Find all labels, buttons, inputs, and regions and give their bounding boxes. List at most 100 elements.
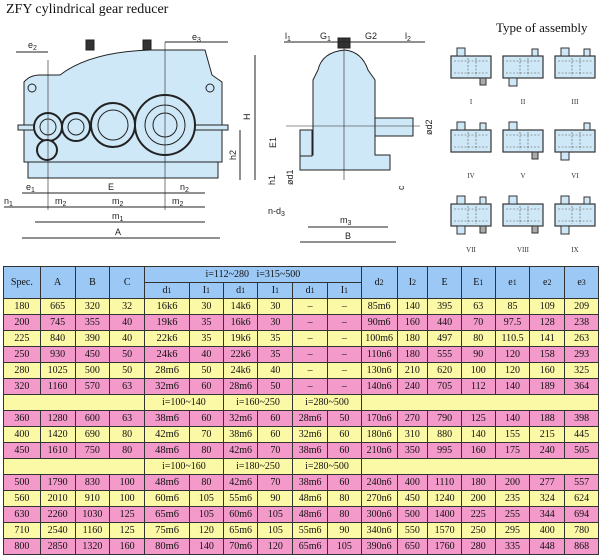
table-cell: 277	[529, 474, 566, 491]
col-header-l2: I2	[396, 266, 429, 299]
svg-text:h2: h2	[228, 150, 238, 160]
table-cell: 38m6	[222, 426, 259, 443]
table-cell: 400	[529, 522, 566, 539]
table-cell: 110n6	[360, 346, 398, 363]
table-cell: 65m6	[292, 538, 328, 555]
table-cell: 30	[257, 298, 294, 315]
table-cell: 2260	[39, 506, 76, 523]
table-cell: 160	[109, 538, 146, 555]
table-cell: 209	[564, 298, 599, 315]
table-cell: 80	[326, 506, 362, 523]
table-cell: –	[292, 298, 328, 315]
svg-text:n-d3: n-d3	[268, 206, 285, 218]
table-cell: 1570	[427, 522, 462, 539]
header-row: Spec. A B C i=112~280 i=315~500 d2 I2 E …	[3, 266, 599, 299]
table-cell: 42m6	[222, 442, 259, 459]
table-cell: 65m6	[144, 506, 191, 523]
table-cell: 1610	[39, 442, 76, 459]
table-cell: 1025	[39, 362, 76, 379]
table-cell: 225	[3, 330, 41, 347]
table-cell: 38m6	[292, 474, 328, 491]
table-cell: 80	[109, 426, 146, 443]
assembly-type-6: VI	[552, 118, 598, 180]
blank-cell	[2, 394, 146, 411]
table-cell: 560	[3, 490, 41, 507]
svg-text:B: B	[345, 231, 351, 241]
table-cell: 630	[3, 506, 41, 523]
svg-text:A: A	[115, 227, 121, 237]
blank-cell	[2, 458, 146, 475]
table-cell: 180n6	[360, 426, 398, 443]
table-cell: 344	[529, 506, 566, 523]
side-view: l1 G1 G2 l2 ød2 E1 h1 ød1 c n-d3 m3 B	[267, 31, 434, 243]
table-cell: 1420	[39, 426, 76, 443]
table-cell: 1030	[74, 506, 111, 523]
svg-text:G1: G1	[320, 31, 331, 43]
table-cell: –	[326, 362, 362, 379]
table-cell: 125	[109, 522, 146, 539]
table-cell: –	[292, 362, 328, 379]
table-cell: 140	[494, 410, 531, 427]
table-cell: 325	[564, 362, 599, 379]
col-header-e1: e1	[494, 266, 531, 299]
table-cell: 310	[396, 426, 429, 443]
svg-text:e3: e3	[192, 32, 201, 44]
ratio-label: i=280~500	[292, 458, 362, 475]
table-cell: 175	[494, 442, 531, 459]
table-cell: 80	[189, 474, 224, 491]
table-cell: 70	[189, 426, 224, 443]
table-cell: 75m6	[144, 522, 191, 539]
table-cell: 50	[326, 410, 362, 427]
table-cell: 450	[74, 346, 111, 363]
svg-text:e1: e1	[26, 182, 35, 194]
assembly-type-3: III	[552, 44, 598, 106]
table-cell: 238	[564, 314, 599, 331]
table-cell: 694	[564, 506, 599, 523]
svg-text:m1: m1	[112, 211, 124, 223]
table-cell: 80	[109, 442, 146, 459]
table-cell: 395	[427, 298, 462, 315]
assembly-type-4: IV	[448, 118, 494, 180]
table-cell: 910	[74, 490, 111, 507]
table-cell: 90	[326, 522, 362, 539]
table-cell: 557	[564, 474, 599, 491]
table-cell: 50	[189, 362, 224, 379]
assembly-type-label: III	[571, 98, 579, 106]
blank-cell	[360, 458, 600, 475]
table-cell: 710	[3, 522, 41, 539]
col-header-A: A	[39, 266, 76, 299]
table-cell: 280	[460, 538, 496, 555]
table-cell: 125	[109, 506, 146, 523]
table-cell: 32	[109, 298, 146, 315]
svg-text:c: c	[396, 185, 406, 190]
table-cell: 90m6	[360, 314, 398, 331]
table-cell: 450	[396, 490, 429, 507]
table-cell: 63	[109, 378, 146, 395]
col-header-d1: d1	[144, 282, 191, 299]
table-cell: 355	[74, 314, 111, 331]
assembly-type-label: VII	[466, 246, 476, 254]
table-cell: 120	[189, 522, 224, 539]
assembly-type-label: IX	[571, 246, 579, 254]
table-cell: 210n6	[360, 442, 398, 459]
table-cell: 293	[564, 346, 599, 363]
table-cell: 250	[460, 522, 496, 539]
table-cell: 295	[494, 522, 531, 539]
table-cell: 70	[460, 314, 496, 331]
table-cell: 48m6	[144, 442, 191, 459]
col-header-ratio-group: i=112~280 i=315~500	[144, 266, 362, 283]
table-cell: 120	[494, 362, 531, 379]
col-header-C: C	[109, 266, 146, 299]
table-cell: 364	[564, 378, 599, 395]
table-cell: 140	[460, 426, 496, 443]
table-cell: 390n6	[360, 538, 398, 555]
table-cell: 350	[396, 442, 429, 459]
table-cell: 22k6	[144, 330, 191, 347]
table-cell: 189	[529, 378, 566, 395]
col-header-l1: I1	[326, 282, 362, 299]
table-cell: 235	[494, 490, 531, 507]
